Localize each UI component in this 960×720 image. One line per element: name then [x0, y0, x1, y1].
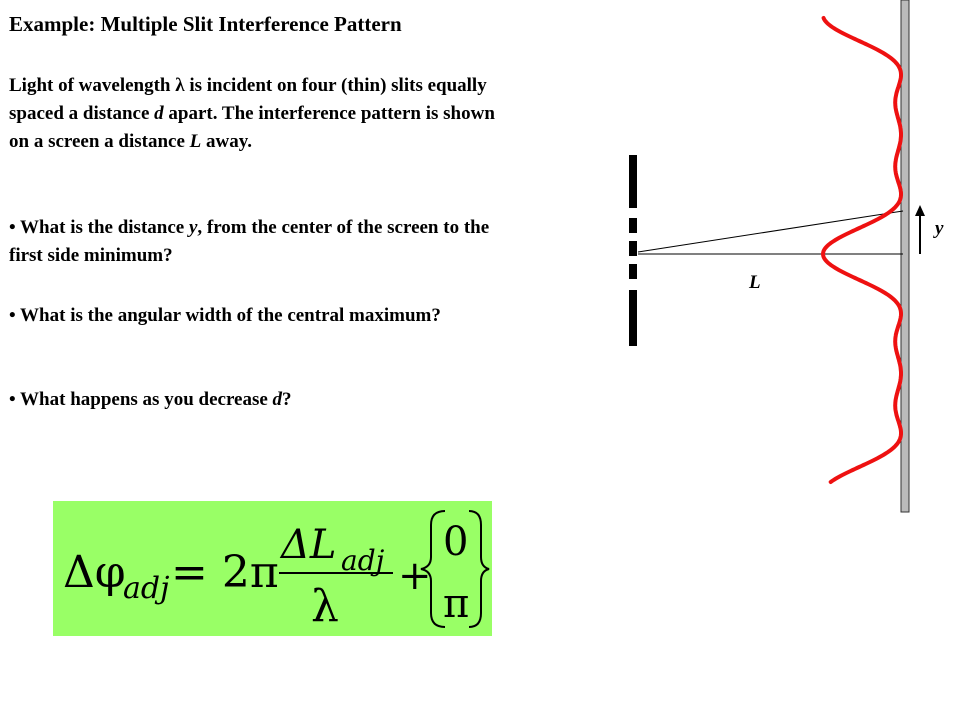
eq-numerator: ΔL — [279, 522, 336, 568]
barrier-segment — [629, 155, 637, 208]
slit-barrier — [629, 155, 637, 346]
barrier-segment — [629, 241, 637, 256]
screen — [900, 0, 910, 513]
var-d: d — [154, 103, 164, 124]
eq-plus: + — [398, 553, 432, 599]
var-y: y — [188, 217, 198, 238]
eq-equals-two-pi: = 2π — [171, 547, 279, 598]
eq-case-top: 0 — [443, 519, 468, 565]
lambda-symbol: λ — [175, 75, 185, 96]
question-bullet-3: • What happens as you decrease d? — [9, 389, 292, 410]
problem-description: Light of wavelength λ is incident on fou… — [9, 75, 495, 152]
label-y: y — [935, 218, 944, 239]
eq-case-bottom: π — [443, 581, 469, 627]
label-L: L — [749, 272, 761, 293]
barrier-segment — [629, 218, 637, 233]
barrier-segment — [629, 264, 637, 279]
question-bullet-1: • What is the distance y, from the cente… — [9, 217, 490, 266]
page-title: Example: Multiple Slit Interference Patt… — [9, 12, 402, 36]
var-L: L — [189, 131, 202, 152]
question-bullet-2: • What is the angular width of the centr… — [9, 305, 441, 326]
eq-denominator: λ — [311, 581, 339, 632]
phase-equation: Δφ adj = 2π ΔL adj λ + 0 π — [53, 501, 492, 636]
ray-to-minimum — [637, 210, 904, 253]
y-arrow — [915, 205, 925, 254]
eq-sub-adj: adj — [123, 571, 169, 606]
interference-pattern — [820, 16, 903, 484]
var-d: d — [272, 389, 283, 410]
eq-delta-phi: Δφ — [63, 547, 126, 598]
barrier-segment — [629, 290, 637, 346]
eq-numerator-sub: adj — [341, 544, 385, 577]
eq-left-brace — [420, 510, 446, 628]
eq-right-brace-shape — [468, 510, 490, 628]
